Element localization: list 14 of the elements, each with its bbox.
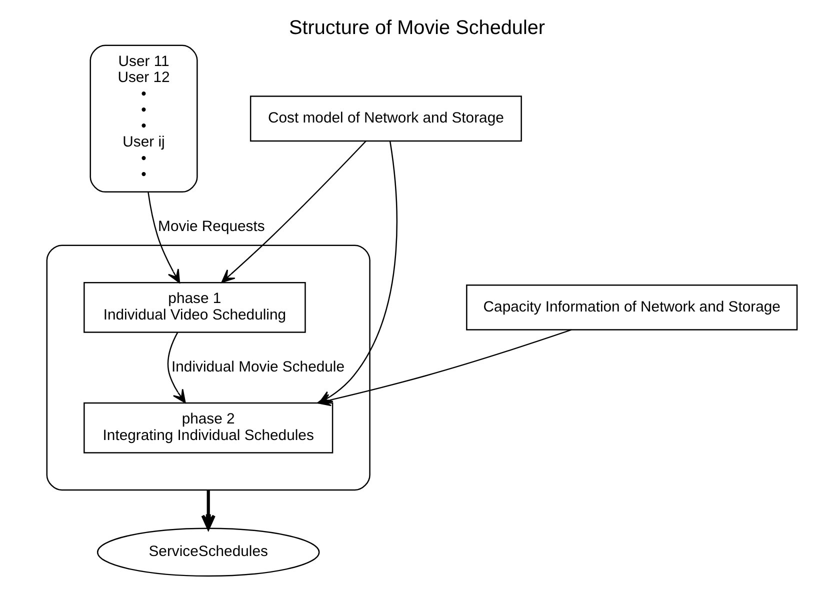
arrow (166, 332, 186, 404)
arrow (147, 192, 180, 284)
cluster (46, 244, 370, 491)
node-ellipse: ServiceSchedules (96, 528, 320, 577)
edge-label: Movie Requests (158, 219, 264, 236)
arrow (220, 140, 366, 283)
diagram-title: Structure of Movie Scheduler (288, 16, 545, 39)
node-box: User 11 User 12 • • • User ij • • (89, 44, 198, 193)
arrow (200, 490, 215, 530)
node-box: Cost model of Network and Storage (249, 96, 522, 142)
node-box: Capacity Information of Network and Storage (466, 284, 798, 330)
edge-label: Individual Movie Schedule (171, 360, 344, 376)
node-box: phase 2 Integrating Individual Schedules (83, 402, 333, 454)
node-box: phase 1 Individual Video Scheduling (83, 282, 306, 333)
